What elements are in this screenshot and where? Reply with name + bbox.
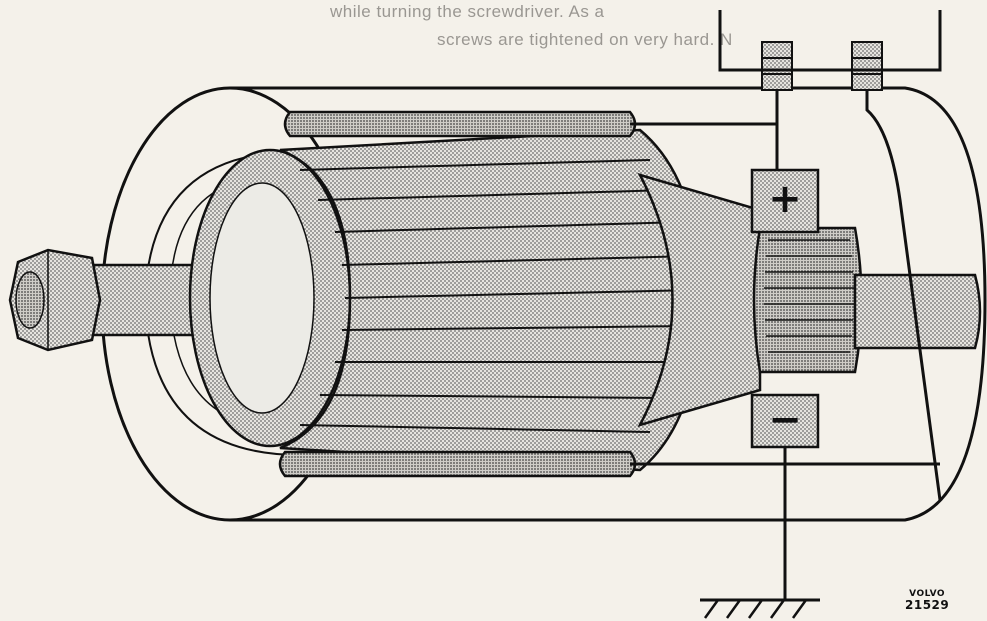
shaft-nut <box>8 248 102 352</box>
reference-number: 21529 <box>905 598 950 612</box>
bleed-through-text-line-1: while turning the screwdriver. As a <box>330 2 605 21</box>
bleed-through-text-line-2: screws are tightened on very hard. N <box>437 30 733 49</box>
negative-terminal-symbol: − <box>768 397 802 443</box>
wiring <box>630 90 942 602</box>
commutator-sleeve <box>637 172 762 428</box>
brush-holder-positive <box>750 168 820 234</box>
positive-terminal-symbol: + <box>768 176 802 222</box>
armature-end-face <box>188 148 352 448</box>
armature-slots <box>299 159 699 433</box>
figure-reference: VOLVO 21529 <box>905 589 949 611</box>
winding-bands <box>278 110 637 478</box>
shaft-right <box>853 273 982 350</box>
ground-hatch-symbol <box>703 599 808 619</box>
commutator <box>752 226 863 374</box>
terminal-studs <box>718 10 942 91</box>
reference-make: VOLVO <box>909 589 946 599</box>
